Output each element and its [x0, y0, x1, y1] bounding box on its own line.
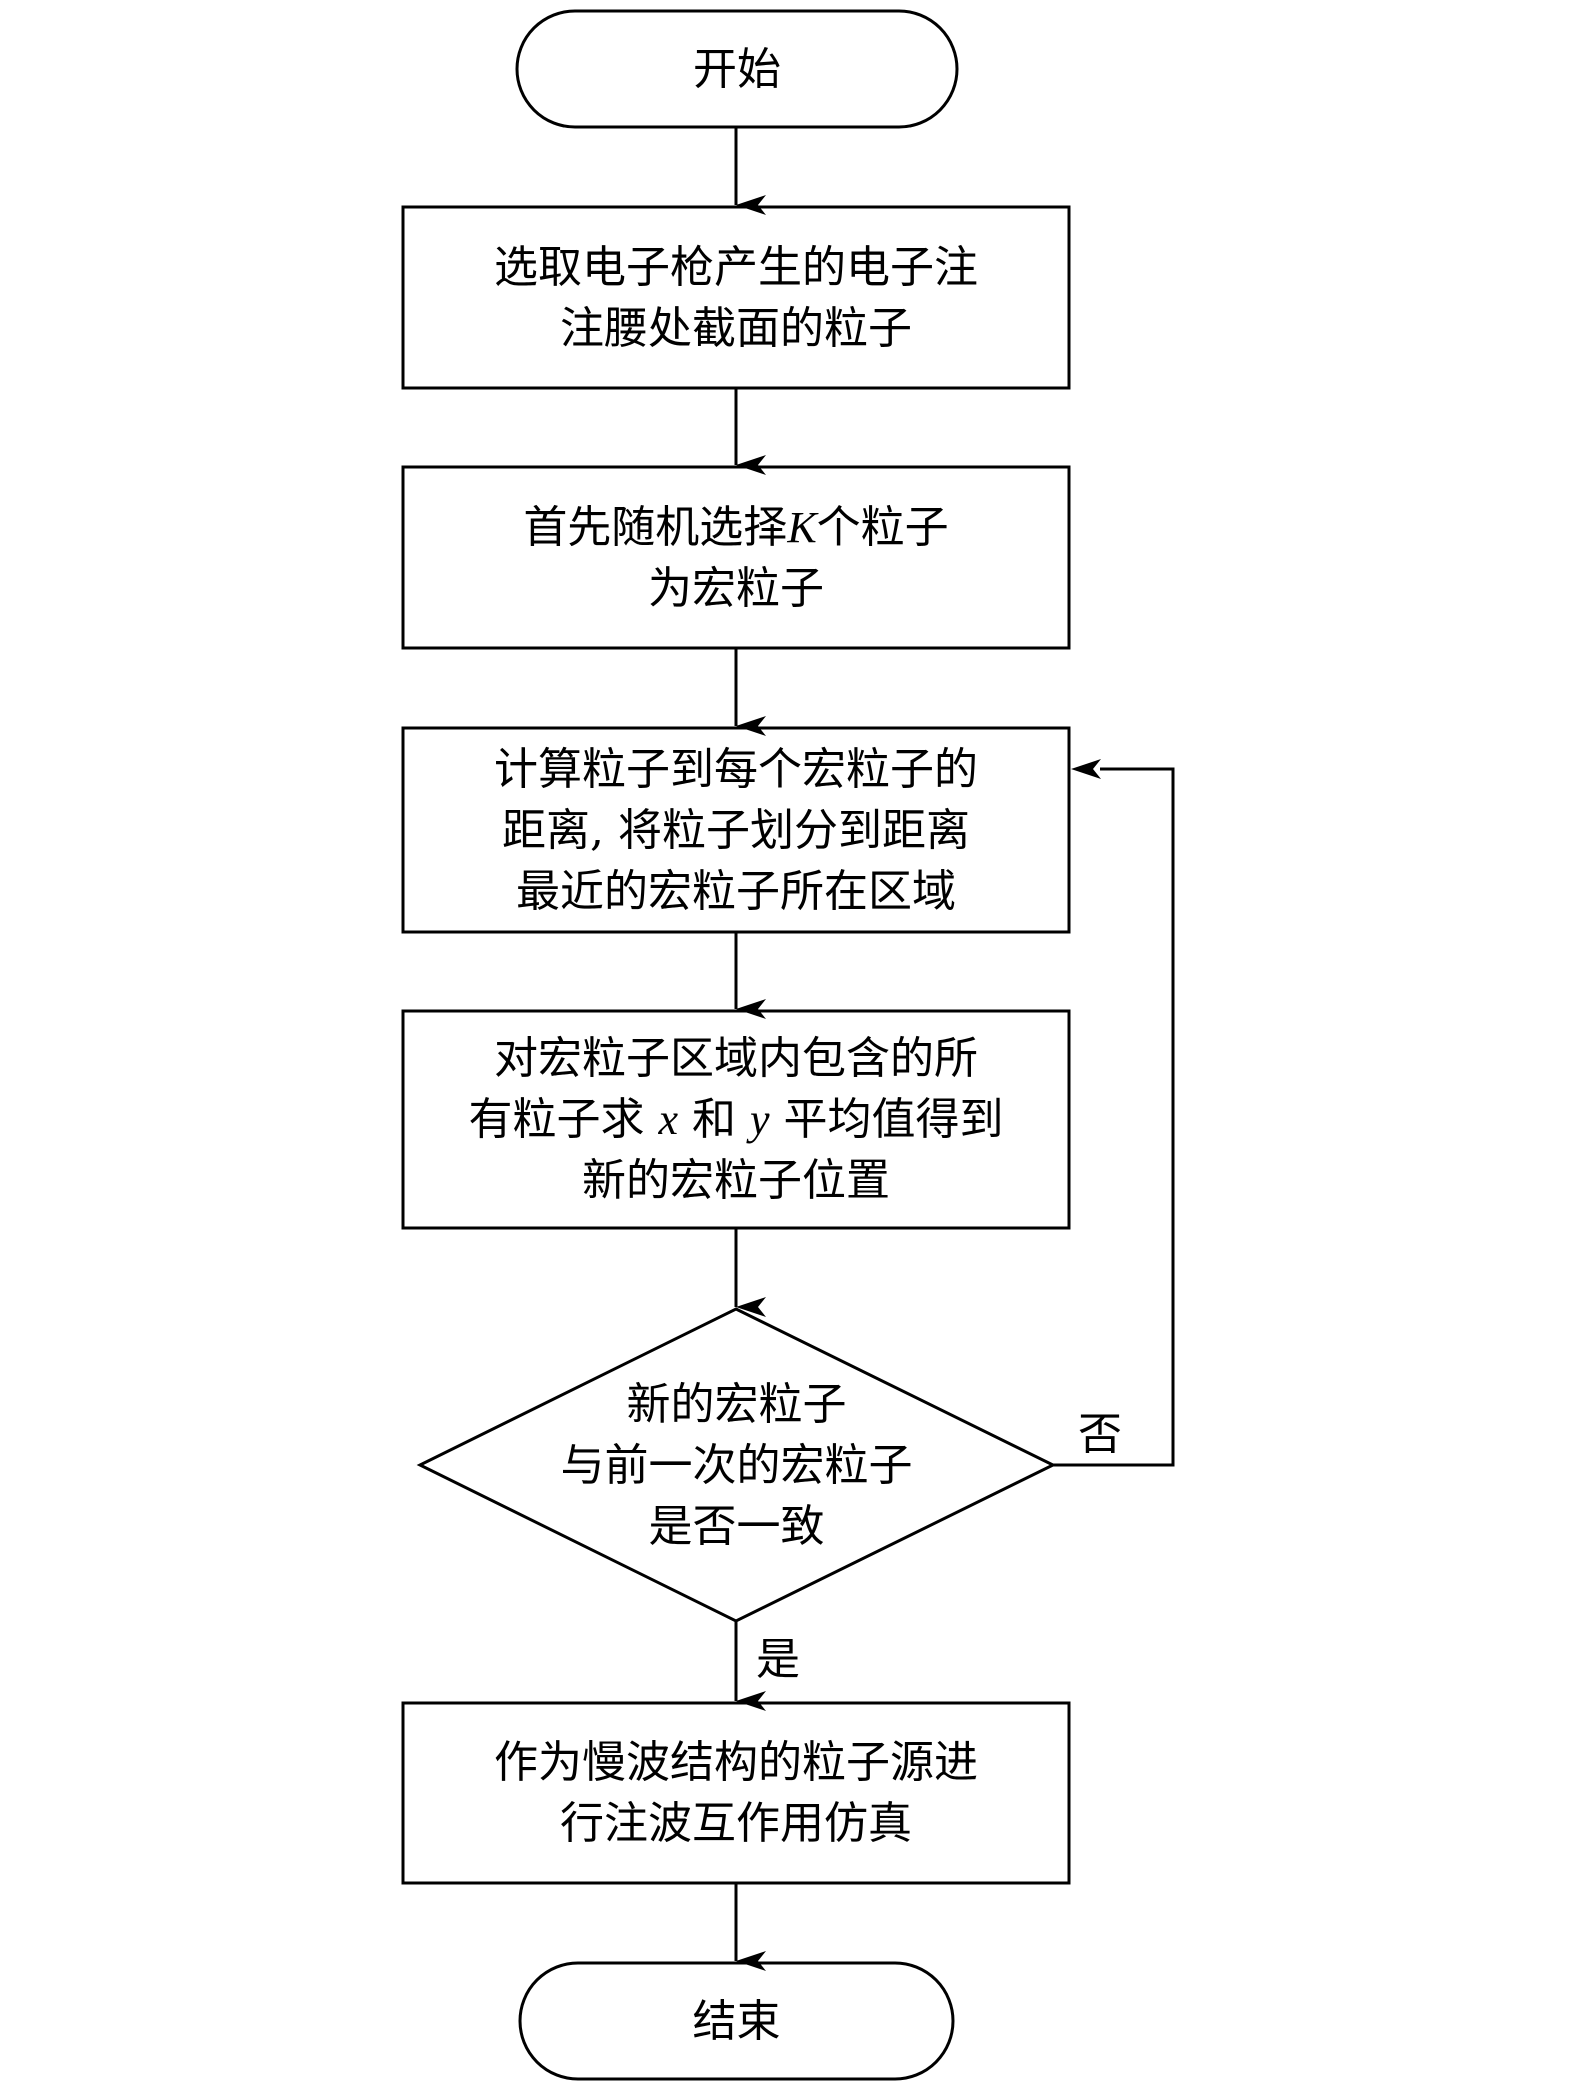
start-text: 开始: [693, 43, 781, 95]
step4-process-shape: [401, 1009, 1071, 1230]
step4-text-line-3: 新的宏粒子位置: [582, 1155, 890, 1206]
step4-label: 对宏粒子区域内包含的所 有粒子求 x 和 y 平均值得到 新的宏粒子位置: [403, 1011, 1069, 1228]
step4-text-part: 有粒子求: [468, 1094, 659, 1145]
decision-text-line-2: 与前一次的宏粒子: [560, 1439, 913, 1491]
step4-text-part: 和: [678, 1094, 750, 1145]
step2-label: 首先随机选择K个粒子 为宏粒子: [403, 467, 1069, 648]
decision-text-line-3: 是否一致: [648, 1500, 825, 1552]
start-label: 开始: [517, 11, 957, 127]
step4-text-part: 平均值得到: [769, 1094, 1004, 1145]
step2-text-line-2: 为宏粒子: [648, 562, 824, 614]
step4-text-line-2: 有粒子求 x 和 y 平均值得到: [468, 1089, 1003, 1150]
step3-label: 计算粒子到每个宏粒子的 距离, 将粒子划分到距离 最近的宏粒子所在区域: [403, 728, 1069, 932]
end-label: 结束: [520, 1963, 953, 2079]
step1-label: 选取电子枪产生的电子注 注腰处截面的粒子: [403, 207, 1069, 388]
step2-text-part: 首先随机选择: [523, 501, 788, 553]
step1-process-shape: [401, 205, 1071, 390]
step1-text-line-2: 注腰处截面的粒子: [560, 302, 912, 354]
math-variable-y: y: [749, 1095, 770, 1144]
step3-text-line-2: 距离, 将粒子划分到距离: [502, 804, 970, 856]
decision-text-line-1: 新的宏粒子: [626, 1378, 847, 1430]
loop-arrowhead-icon: [1071, 759, 1101, 779]
step3-process-shape: [401, 726, 1071, 934]
step5-text-line-1: 作为慢波结构的粒子源进: [494, 1737, 978, 1788]
decision-label: 新的宏粒子 与前一次的宏粒子 是否一致: [420, 1309, 1053, 1621]
end-text: 结束: [692, 1995, 781, 2047]
math-variable-k: K: [787, 502, 817, 552]
step2-text-line-1: 首先随机选择K个粒子: [523, 497, 948, 558]
step3-text-line-1: 计算粒子到每个宏粒子的: [494, 743, 978, 795]
edge-label-no: 否: [1078, 1409, 1122, 1460]
step5-text-line-2: 行注波互作用仿真: [560, 1798, 912, 1849]
step1-text-line-1: 选取电子枪产生的电子注: [494, 241, 978, 293]
step5-label: 作为慢波结构的粒子源进 行注波互作用仿真: [403, 1703, 1069, 1883]
step3-text-line-3: 最近的宏粒子所在区域: [516, 865, 956, 917]
step4-text-line-1: 对宏粒子区域内包含的所: [494, 1033, 978, 1084]
edge-label-yes: 是: [756, 1634, 800, 1685]
step2-text-part: 个粒子: [816, 501, 949, 553]
math-variable-x: x: [658, 1095, 678, 1144]
edge-decision-to-step3-loop: [1053, 767, 1175, 1467]
